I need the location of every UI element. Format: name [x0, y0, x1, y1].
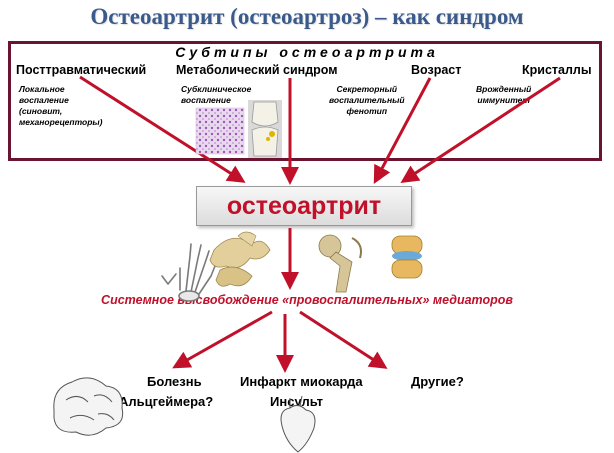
heart-icon [280, 395, 316, 453]
desc-subclinical-inflammation: Субклиническое воспаление [181, 84, 252, 105]
arrows-to-osteoarthritis [79, 75, 561, 185]
subtypes-frame [8, 41, 602, 161]
mediators-caption: Системное высвобождение «провоспалительн… [101, 293, 513, 307]
slide-title: Остеоартрит (остеоартроз) – как синдром [90, 4, 524, 29]
outcome-stroke: Инсульт [270, 394, 323, 409]
osteoarthritis-label: остеоартрит [226, 191, 382, 220]
outcome-alzheimer-line1: Болезнь [147, 374, 202, 389]
knee-cartilage-icon [391, 235, 423, 279]
knee-joint-icon [248, 100, 282, 158]
category-posttraumatic: Посттравматический [16, 63, 147, 77]
desc-innate-immunity: Врожденный иммунитет [476, 84, 532, 105]
histology-icon [195, 107, 245, 155]
brain-icon [53, 377, 124, 436]
outcome-alzheimer-line2: Альцгеймера? [119, 394, 214, 409]
arrows-to-outcomes [172, 310, 388, 373]
osteoarthritis-box: остеоартрит [196, 186, 412, 226]
category-age: Возраст [411, 63, 462, 77]
desc-secretory-phenotype: Секреторный воспалительный фенотип [329, 84, 405, 116]
desc-local-inflammation: Локальное воспаление (синовит, механорец… [19, 84, 103, 127]
femur-hip-icon [318, 234, 362, 293]
category-metabolic: Метаболический синдром [176, 63, 338, 77]
outcome-infarct: Инфаркт миокарда [240, 374, 363, 389]
arrow-to-alzheimer [172, 310, 273, 369]
spine-bones-icon [209, 231, 271, 287]
arrow-to-other [299, 310, 388, 369]
category-crystals: Кристаллы [522, 63, 592, 77]
outcome-other: Другие? [411, 374, 464, 389]
subtypes-heading: Субтипы остеоартрита [175, 44, 439, 60]
arrow-age [373, 77, 432, 184]
hand-skeleton-icon [161, 243, 216, 302]
arrow-crystals [400, 76, 561, 183]
arrow-posttraumatic [79, 75, 246, 183]
